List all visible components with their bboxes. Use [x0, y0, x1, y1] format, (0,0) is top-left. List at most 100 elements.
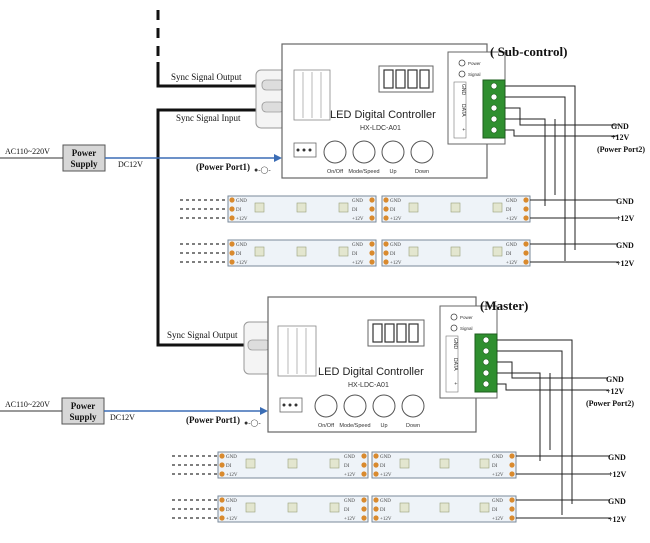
- svg-text:GND: GND: [506, 243, 517, 248]
- strip-row-12v-label: +12V: [608, 470, 627, 479]
- sub-supply-name-line1: Power: [72, 148, 97, 158]
- svg-text:DI: DI: [390, 208, 396, 213]
- svg-text:+12V: +12V: [506, 217, 518, 222]
- svg-text:GND: GND: [390, 199, 401, 204]
- svg-text:+12V: +12V: [344, 473, 356, 478]
- master-power-led: [450, 313, 458, 321]
- master-dc-jack: [279, 397, 303, 413]
- master-power-indicator-label: Power: [460, 315, 473, 320]
- svg-text:GND: GND: [390, 243, 401, 248]
- master-supply-name-line2: Supply: [69, 412, 97, 422]
- strip-row-gnd-label: GND: [608, 497, 626, 506]
- sub-signal-led: [458, 70, 466, 78]
- sub-out-gnd-label: GND: [611, 122, 629, 131]
- svg-text:+12V: +12V: [352, 217, 364, 222]
- sub-pin-label: +: [460, 128, 466, 131]
- svg-text:DI: DI: [236, 208, 242, 213]
- master-mode-speed-button[interactable]: [343, 394, 367, 418]
- sub-down-button[interactable]: [410, 140, 434, 164]
- master-button-label: On/Off: [318, 423, 335, 429]
- strip-leds: [254, 246, 503, 257]
- sub-controller-title: LED Digital Controller: [330, 109, 436, 121]
- sub-out-12v-label: +12V: [611, 133, 630, 142]
- svg-text:GND: GND: [344, 499, 355, 504]
- sub-signal-indicator-label: Signal: [468, 72, 481, 77]
- svg-text:DI: DI: [492, 464, 498, 469]
- sub-ac-input-label: AC110~220V: [5, 147, 50, 156]
- master-button-label: Up: [380, 423, 387, 429]
- strip-row-12v-label: +12V: [616, 214, 635, 223]
- svg-text:+12V: +12V: [236, 261, 248, 266]
- svg-text:DI: DI: [506, 252, 512, 257]
- svg-text:GND: GND: [236, 199, 247, 204]
- sub-up-button[interactable]: [381, 140, 405, 164]
- master-pin-label: DATA: [452, 358, 458, 371]
- svg-text:+12V: +12V: [390, 217, 402, 222]
- svg-text:GND: GND: [226, 499, 237, 504]
- sub-power-led: [458, 59, 466, 67]
- sub-dc-arrowhead: [274, 154, 282, 162]
- sub-dc-jack: [293, 142, 317, 158]
- sub-power-port2-label: (Power Port2): [597, 145, 645, 154]
- svg-text:GND: GND: [352, 243, 363, 248]
- master-controller-spec-lines: [287, 328, 307, 374]
- svg-text:GND: GND: [380, 499, 391, 504]
- strip-row-gnd-label: GND: [616, 197, 634, 206]
- strip-row-gnd-label: GND: [608, 453, 626, 462]
- master-controller-model: HX-LDC-A01: [348, 382, 389, 389]
- master-pin-label-panel: [445, 335, 459, 393]
- master-signal-led: [450, 324, 458, 332]
- master-controller-buttons: On/Off Mode/Speed Up Down: [314, 394, 425, 429]
- svg-text:GND: GND: [352, 199, 363, 204]
- strip-input-dashes: [172, 455, 218, 475]
- sub-control-label: ( Sub-control): [490, 44, 567, 59]
- master-power-supply: [61, 397, 105, 425]
- svg-text:DI: DI: [492, 508, 498, 513]
- master-up-button[interactable]: [372, 394, 396, 418]
- sub-sync-in-wire: [156, 108, 262, 347]
- svg-text:GND: GND: [344, 455, 355, 460]
- sub-button-label: On/Off: [327, 169, 344, 175]
- sub-on-off-button[interactable]: [323, 140, 347, 164]
- svg-text:DI: DI: [506, 208, 512, 213]
- master-sync-plug: [247, 339, 271, 351]
- sub-controller-model: HX-LDC-A01: [360, 125, 401, 132]
- svg-text:DI: DI: [344, 464, 350, 469]
- master-label: (Master): [480, 298, 528, 313]
- strip-row-gnd-label: GND: [616, 241, 634, 250]
- svg-text:+12V: +12V: [236, 217, 248, 222]
- svg-text:DI: DI: [236, 252, 242, 257]
- svg-text:+12V: +12V: [506, 261, 518, 266]
- strip-pads: [229, 241, 529, 265]
- master-controller-display: [367, 319, 425, 347]
- svg-text:+12V: +12V: [352, 261, 364, 266]
- svg-text:GND: GND: [380, 455, 391, 460]
- sub-button-label: Down: [415, 169, 429, 175]
- svg-text:GND: GND: [506, 199, 517, 204]
- svg-text:GND: GND: [492, 455, 503, 460]
- sub-pin-label: DATA: [460, 104, 466, 117]
- master-on-off-button[interactable]: [314, 394, 338, 418]
- master-dc-jack-symbol: ●-◯-: [244, 419, 261, 427]
- svg-text:+12V: +12V: [226, 473, 238, 478]
- master-signal-indicator-label: Signal: [460, 326, 473, 331]
- sub-mode-speed-button[interactable]: [352, 140, 376, 164]
- master-strip-feed-wires: [497, 339, 573, 515]
- master-sync-out-label: Sync Signal Output: [167, 330, 238, 340]
- sub-supply-name-line2: Supply: [70, 159, 98, 169]
- strip-input-dashes: [172, 499, 218, 519]
- sub-power-indicator-label: Power: [468, 61, 481, 66]
- svg-text:+12V: +12V: [344, 517, 356, 522]
- master-ac-input-label: AC110~220V: [5, 400, 50, 409]
- master-port2-wire-gnd: [497, 361, 608, 379]
- sub-power-port1-label: (Power Port1): [196, 162, 250, 172]
- svg-text:+12V: +12V: [390, 261, 402, 266]
- sub-pin-label-panel: [453, 81, 467, 139]
- master-down-button[interactable]: [401, 394, 425, 418]
- sub-sync-out-wire: [156, 62, 262, 88]
